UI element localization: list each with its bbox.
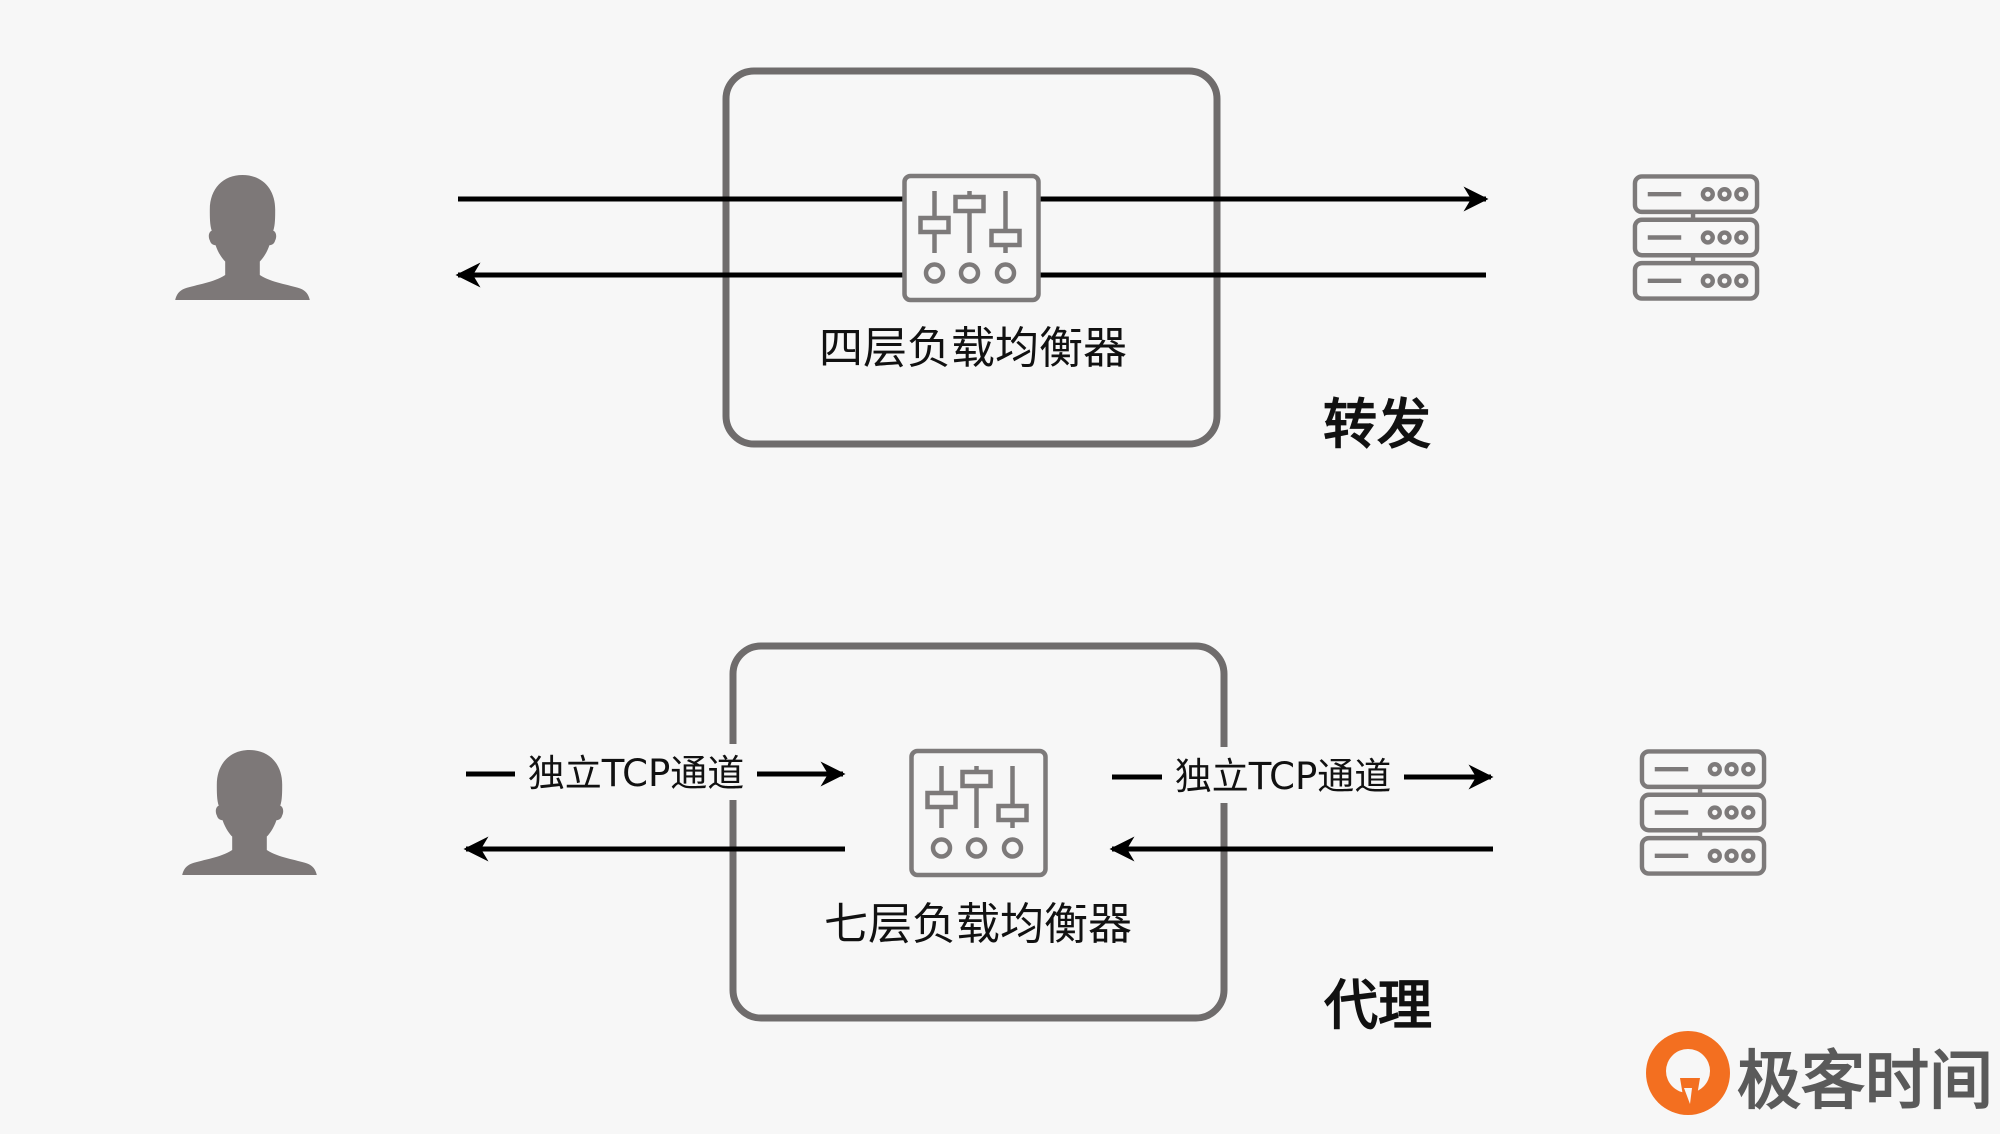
- layer4-lb-box: [722, 67, 1221, 448]
- layer7-mixer-icon: [912, 751, 1046, 875]
- layer4-mixer-icon: [905, 176, 1039, 300]
- layer7-lb-label: 七层负载均衡器: [824, 899, 1132, 950]
- brand-name: 极客时间: [1737, 1045, 1993, 1119]
- layer7-lb-box: [729, 642, 1228, 1022]
- layer4-section: 四层负载均衡器 转发: [175, 67, 1757, 456]
- layer7-section: 独立TCP通道 独立TCP通道 七层负载均衡器 代理: [182, 642, 1764, 1037]
- layer4-lb-label: 四层负载均衡器: [819, 323, 1127, 374]
- right-channel-label-bg: [1165, 747, 1401, 803]
- client-person-icon: [175, 175, 310, 300]
- geektime-logo-icon: [1646, 1031, 1730, 1115]
- server-stack-icon: [1635, 176, 1757, 298]
- client-person-icon: [182, 750, 317, 875]
- brand-watermark: 极客时间: [1646, 1031, 1993, 1119]
- left-tcp-channel-label: 独立TCP通道: [528, 752, 745, 795]
- right-tcp-channel-label: 独立TCP通道: [1175, 755, 1392, 798]
- proxy-mode-label: 代理: [1323, 974, 1432, 1037]
- forward-mode-label: 转发: [1323, 393, 1431, 456]
- left-channel-label-bg: [518, 744, 754, 800]
- server-stack-icon: [1642, 751, 1764, 873]
